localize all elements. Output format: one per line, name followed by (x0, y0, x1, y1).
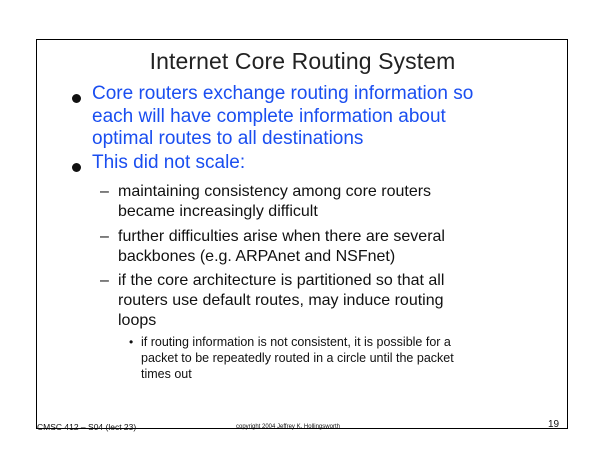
sub-bullet-text: if the core architecture is partitioned … (118, 271, 538, 331)
page-number: 19 (548, 419, 560, 430)
bullet-text: This did not scale: (92, 152, 552, 175)
sub-bullet-text: maintaining consistency among core route… (118, 182, 538, 222)
bullet-line: Core routers exchange routing informatio… (92, 83, 474, 104)
sub-bullet-dash: – (100, 228, 109, 245)
sub-sub-bullet-line: times out (141, 367, 192, 381)
bullet-dot (72, 94, 81, 103)
sub-bullet-line: maintaining consistency among core route… (118, 183, 432, 200)
sub-bullet-dash: – (100, 272, 109, 289)
sub-bullet-line: routers use default routes, may induce r… (118, 292, 444, 309)
sub-bullet-dash: – (100, 183, 109, 200)
sub-bullet-text: further difficulties arise when there ar… (118, 227, 538, 267)
bullet-line: each will have complete information abou… (92, 105, 446, 127)
sub-sub-bullet-dot: • (129, 335, 134, 349)
sub-sub-bullet-line: packet to be repeatedly routed in a circ… (141, 351, 454, 365)
sub-bullet-line: became increasingly difficult (118, 203, 318, 220)
bullet-dot (72, 163, 81, 172)
bullet-text: Core routers exchange routing informatio… (92, 83, 552, 151)
sub-sub-bullet-text: if routing information is not consistent… (141, 334, 541, 382)
course-footer: CMSC 412 – S04 (lect 23) (37, 422, 137, 432)
copyright-footer: copyright 2004 Jeffrey K. Hollingsworth (236, 424, 340, 430)
sub-bullet-line: loops (118, 312, 157, 329)
sub-bullet-line: backbones (e.g. ARPAnet and NSFnet) (118, 248, 396, 265)
sub-bullet-line: if the core architecture is partitioned … (118, 272, 445, 289)
bullet-line: This did not scale: (92, 152, 246, 173)
slide-frame (36, 39, 568, 429)
bullet-line: optimal routes to all destinations (92, 128, 364, 149)
slide-title: Internet Core Routing System (149, 48, 456, 74)
sub-bullet-line: further difficulties arise when there ar… (118, 228, 445, 245)
sub-sub-bullet-line: if routing information is not consistent… (141, 335, 451, 349)
